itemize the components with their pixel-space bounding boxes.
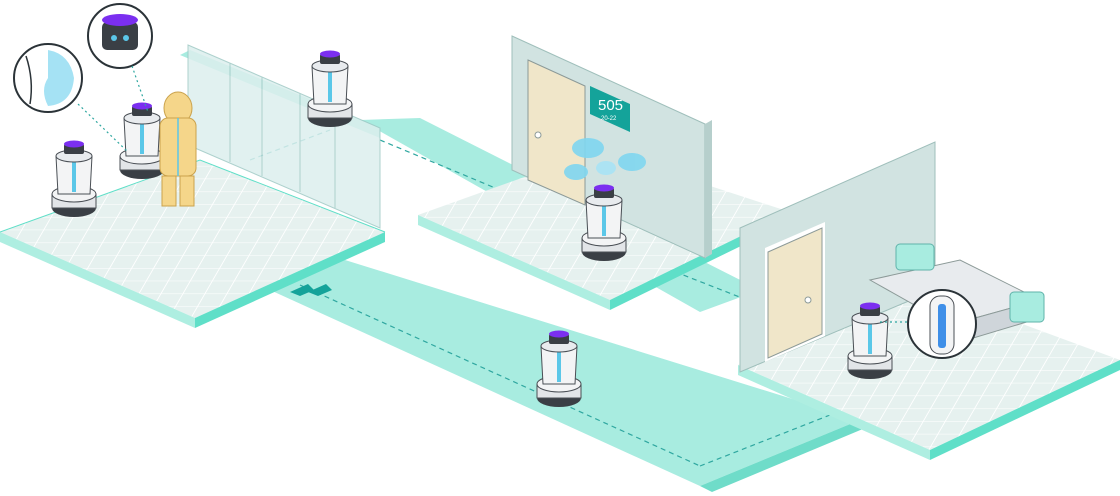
robot-entrance xyxy=(119,102,165,180)
ward-wall xyxy=(739,141,936,373)
protective-suit-person xyxy=(159,91,197,207)
room-number: 505 xyxy=(598,97,623,114)
chevron-left-arrow-icon xyxy=(290,284,332,296)
room-sub-number: 20-22 xyxy=(601,116,617,122)
room-sign: 505 20-22 xyxy=(590,86,630,132)
robot-left xyxy=(51,140,97,218)
uv-lamp-icon xyxy=(880,289,977,359)
robot-corridor xyxy=(307,50,353,128)
mist-cloud-icon xyxy=(564,138,646,180)
tank-callout-detail xyxy=(13,43,129,153)
sensor-callout-detail xyxy=(87,3,153,113)
